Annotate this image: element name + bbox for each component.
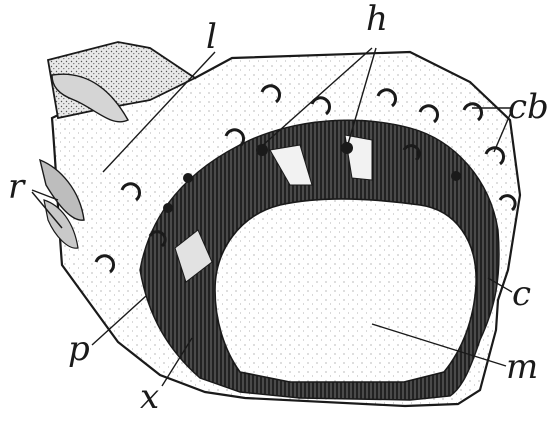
label-r: r [8,167,26,207]
canal-dot [451,171,461,181]
label-p: p [68,329,90,369]
label-l: l [206,17,217,57]
label-cb: cb [508,87,549,127]
label-m: m [506,347,538,387]
pith [215,199,476,382]
label-x: x [140,377,159,417]
canal-dot [163,203,173,213]
label-h: h [366,0,388,39]
label-c: c [512,274,531,314]
canal-dot [341,142,353,154]
canal-dot [183,173,193,183]
